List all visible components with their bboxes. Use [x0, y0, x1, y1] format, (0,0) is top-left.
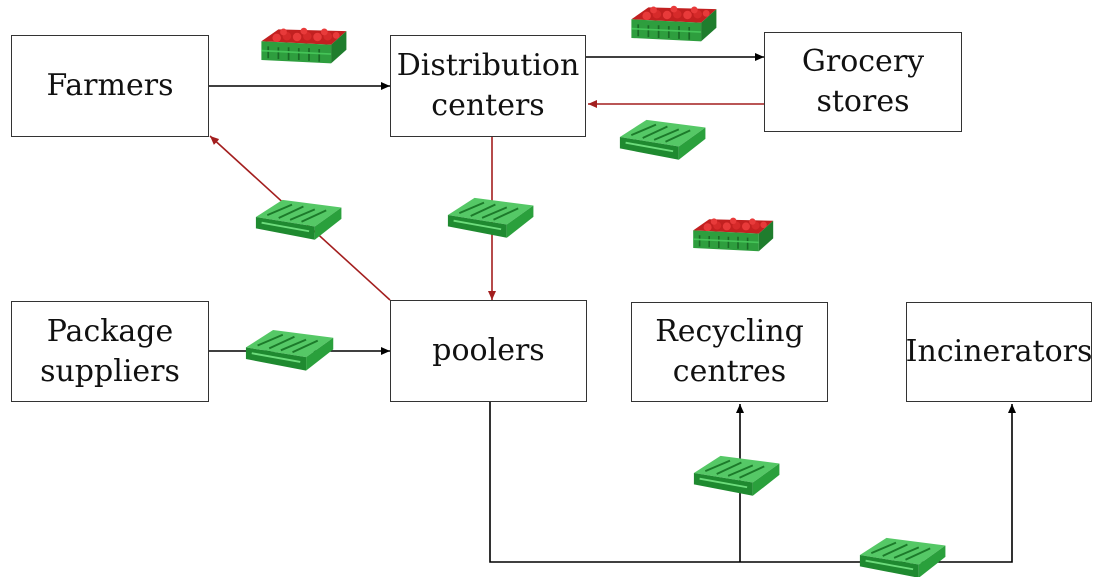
empty-green-crate-icon	[446, 196, 535, 239]
farmers-node: Farmers	[11, 35, 209, 137]
empty-green-crate-icon	[858, 536, 947, 577]
incinerators-label: Incinerators	[905, 334, 1093, 369]
arrow-poolers-to-incinerators	[489, 402, 1016, 563]
grocery-stores-label: Grocery stores	[801, 44, 925, 119]
crate-with-tomatoes-icon	[630, 4, 718, 43]
grocery-stores-node: Grocery stores	[764, 32, 962, 132]
empty-green-crate-icon	[244, 328, 335, 372]
empty-green-crate-icon	[254, 198, 343, 241]
poolers-node: poolers	[390, 300, 587, 402]
distribution-centers-label: Distribution centers	[396, 48, 580, 123]
distribution-centers-node: Distribution centers	[390, 35, 586, 137]
poolers-label: poolers	[432, 333, 545, 368]
recycling-centres-node: Recycling centres	[631, 302, 828, 402]
recycling-centres-label: Recycling centres	[655, 314, 804, 389]
incinerators-node: Incinerators	[906, 302, 1092, 402]
package-suppliers-label: Package suppliers	[40, 313, 180, 389]
crate-with-tomatoes-icon	[260, 26, 348, 65]
empty-green-crate-icon	[692, 454, 781, 497]
farmers-label: Farmers	[46, 68, 174, 103]
empty-green-crate-icon	[618, 118, 707, 161]
crate-with-tomatoes-icon	[692, 216, 775, 252]
package-suppliers-node: Package suppliers	[11, 301, 209, 402]
